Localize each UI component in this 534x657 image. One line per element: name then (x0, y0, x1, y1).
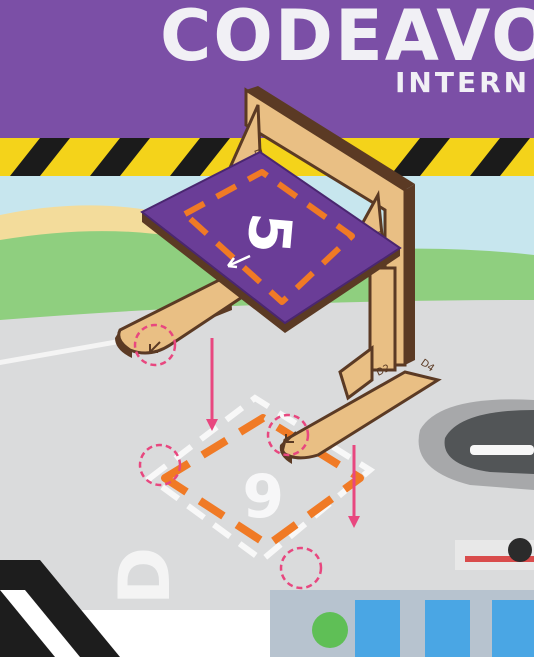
stand-vertical-leg (370, 268, 395, 370)
mat-slot-label: 6 (242, 459, 284, 529)
banner-subtitle: INTERN (395, 66, 530, 99)
platform-number: 5 (234, 210, 305, 256)
mat-corner-letter: D (104, 547, 186, 605)
